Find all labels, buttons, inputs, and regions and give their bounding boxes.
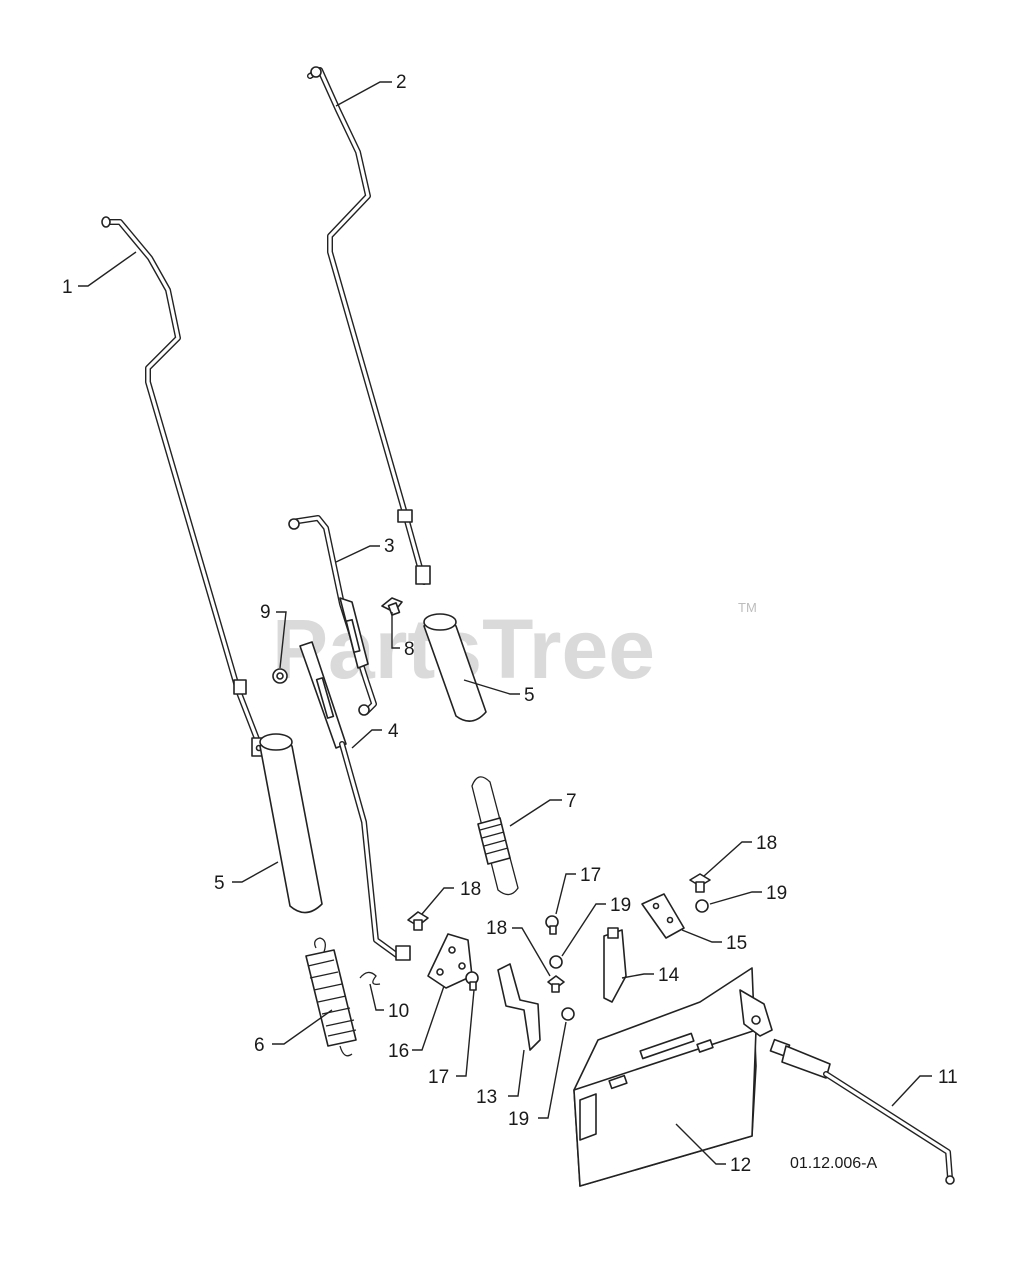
part-3-rod <box>288 515 377 716</box>
part-4-rod <box>299 641 411 961</box>
callout-1: 1 <box>62 277 73 298</box>
part-10-clip <box>359 971 381 985</box>
callout-2: 2 <box>396 72 407 93</box>
callout-5-upper: 5 <box>524 685 535 706</box>
part-12-plate <box>573 967 773 1187</box>
part-17-bolt-a <box>465 971 479 991</box>
callout-5-lower: 5 <box>214 873 225 894</box>
part-7-spring <box>471 776 519 896</box>
part-9-nut-hole <box>276 672 284 680</box>
part-5-grip-upper <box>423 613 487 722</box>
part-18-bolt-c <box>689 873 711 893</box>
part-19-nut-b <box>561 1007 575 1021</box>
callout-7: 7 <box>566 791 577 812</box>
part-14-bracket <box>603 927 627 1003</box>
part-1-rod <box>101 216 267 757</box>
callout-labels: 1 2 3 4 5 5 6 7 8 9 10 11 12 13 14 15 16… <box>62 72 958 1176</box>
callout-9: 9 <box>260 602 271 623</box>
callout-16: 16 <box>388 1041 409 1062</box>
callout-10: 10 <box>388 1001 409 1022</box>
part-18-bolt-a <box>407 911 429 931</box>
callout-3: 3 <box>384 536 395 557</box>
callout-17-b: 17 <box>580 865 601 886</box>
callout-15: 15 <box>726 933 747 954</box>
callout-17-a: 17 <box>428 1067 449 1088</box>
callout-14: 14 <box>658 965 680 986</box>
callout-18-c: 18 <box>756 833 777 854</box>
part-17-bolt-b <box>545 915 559 935</box>
part-6-spring <box>305 937 357 1057</box>
part-19-nut-c <box>695 899 709 913</box>
watermark-trademark: TM <box>738 600 757 615</box>
part-13-bracket <box>497 963 541 1051</box>
part-15-plate <box>641 893 685 939</box>
callout-13: 13 <box>476 1087 497 1108</box>
callout-19-b: 19 <box>508 1109 529 1130</box>
part-19-nut-a <box>549 955 563 969</box>
part-18-bolt-b <box>547 975 565 993</box>
callout-8: 8 <box>404 639 415 660</box>
part-5-grip-lower <box>259 733 323 914</box>
part-11-cable <box>769 1038 955 1185</box>
callout-11: 11 <box>938 1067 958 1088</box>
callout-19-c: 19 <box>766 883 787 904</box>
callout-12: 12 <box>730 1155 751 1176</box>
part-16-plate <box>427 933 473 989</box>
part-2-rod <box>307 66 431 585</box>
figure-code: 01.12.006-A <box>790 1155 878 1172</box>
callout-18-a: 18 <box>460 879 481 900</box>
leader-lines <box>78 81 932 1165</box>
callout-18-b: 18 <box>486 918 507 939</box>
callout-4: 4 <box>388 721 399 742</box>
callout-6: 6 <box>254 1035 265 1056</box>
callout-19-a: 19 <box>610 895 631 916</box>
part-8-bolt <box>381 597 403 616</box>
